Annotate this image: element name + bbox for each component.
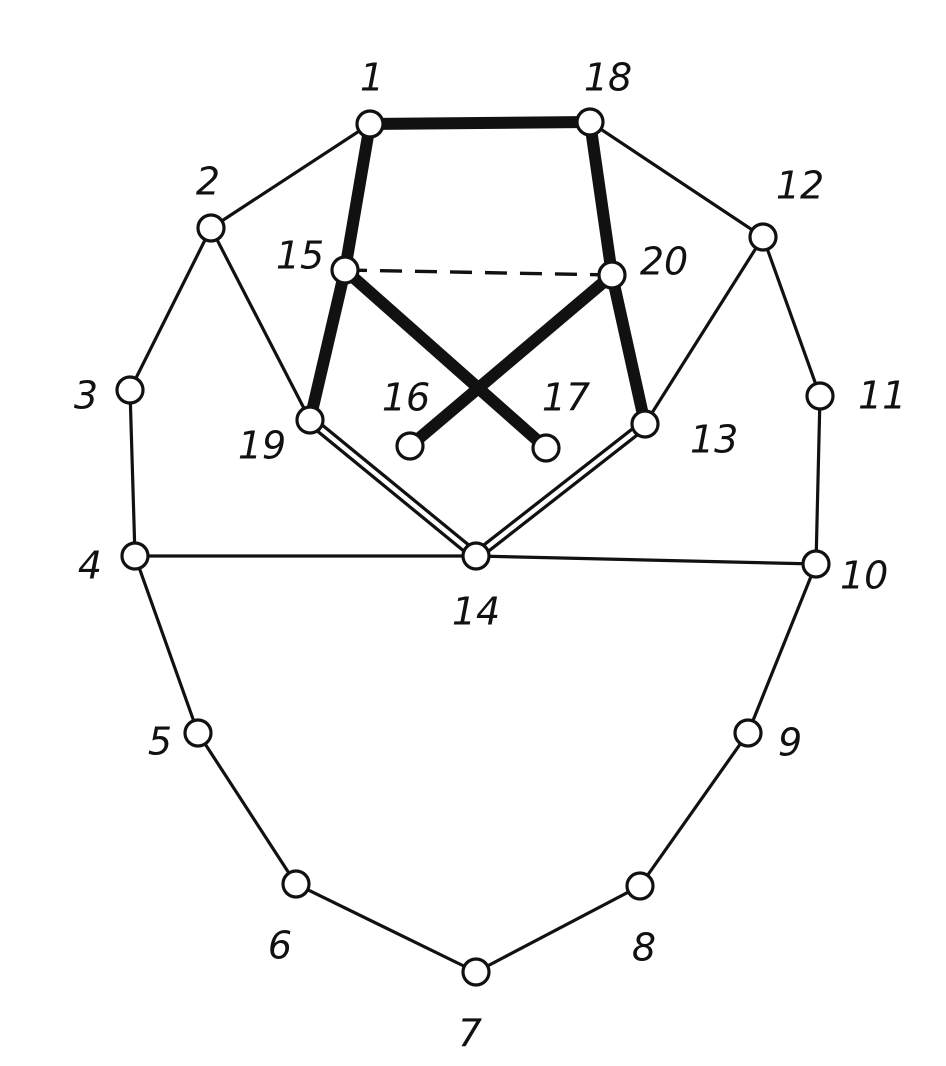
- edge-20-13: [606, 269, 651, 430]
- edge-5-6: [196, 731, 298, 886]
- node-label-9: 9: [778, 721, 802, 765]
- node-label-11: 11: [858, 374, 906, 418]
- node-8: [625, 871, 655, 901]
- node-15: [330, 255, 360, 285]
- node-label-7: 7: [458, 1012, 482, 1056]
- edge-14-13: [470, 418, 651, 562]
- node-20: [597, 260, 627, 290]
- edge-15-20: [344, 268, 613, 277]
- node-16: [395, 431, 425, 461]
- edge-1-15: [339, 118, 376, 276]
- edge-18-20: [584, 116, 618, 281]
- node-10: [801, 549, 831, 579]
- node-label-10: 10: [840, 554, 888, 598]
- edge-15-17: [339, 264, 552, 454]
- edges-layer: [128, 116, 822, 974]
- node-18: [575, 107, 605, 137]
- edge-19-14-inner: [307, 417, 479, 559]
- node-label-6: 6: [268, 924, 292, 968]
- node-label-5: 5: [148, 720, 172, 764]
- node-label-1: 1: [360, 56, 384, 100]
- node-1: [355, 109, 385, 139]
- node-11: [805, 381, 835, 411]
- node-label-12: 12: [776, 164, 824, 208]
- edge-20-16: [404, 269, 618, 452]
- node-2: [196, 213, 226, 243]
- edge-12-18: [588, 120, 765, 239]
- edge-3-4: [128, 388, 137, 558]
- node-17: [531, 433, 561, 463]
- node-9: [733, 718, 763, 748]
- node-label-17: 17: [542, 376, 590, 420]
- edge-12-13: [643, 235, 765, 426]
- edge-9-10: [746, 562, 818, 735]
- node-5: [183, 718, 213, 748]
- node-label-20: 20: [640, 240, 688, 284]
- node-4: [120, 541, 150, 571]
- node-label-8: 8: [632, 926, 656, 970]
- edge-6-7: [294, 882, 478, 974]
- node-label-4: 4: [78, 544, 102, 588]
- node-7: [461, 957, 491, 987]
- edge-2-19: [209, 226, 312, 422]
- edge-10-11: [814, 394, 822, 566]
- edge-14-13-inner: [473, 421, 648, 559]
- node-13: [630, 409, 660, 439]
- edge-10-14: [474, 554, 818, 566]
- node-12: [748, 222, 778, 252]
- edge-15-19: [304, 264, 351, 426]
- node-label-2: 2: [196, 160, 220, 204]
- node-3: [115, 375, 145, 405]
- node-label-14: 14: [452, 590, 500, 634]
- node-label-13: 13: [690, 418, 738, 462]
- node-19: [295, 405, 325, 435]
- edge-7-8: [474, 884, 642, 974]
- node-14: [461, 541, 491, 571]
- edge-1-2: [209, 122, 372, 230]
- edge-2-3: [128, 226, 213, 392]
- node-6: [281, 869, 311, 899]
- edge-11-12: [761, 235, 822, 398]
- node-label-16: 16: [382, 376, 430, 420]
- node-label-15: 15: [276, 234, 324, 278]
- edge-19-14: [304, 414, 482, 562]
- edge-1-18: [364, 116, 596, 130]
- edge-8-9: [638, 731, 750, 888]
- node-label-3: 3: [74, 374, 98, 418]
- edge-4-5: [133, 554, 200, 735]
- node-label-19: 19: [238, 424, 286, 468]
- node-label-18: 18: [584, 56, 632, 100]
- nodes-layer: [115, 107, 835, 987]
